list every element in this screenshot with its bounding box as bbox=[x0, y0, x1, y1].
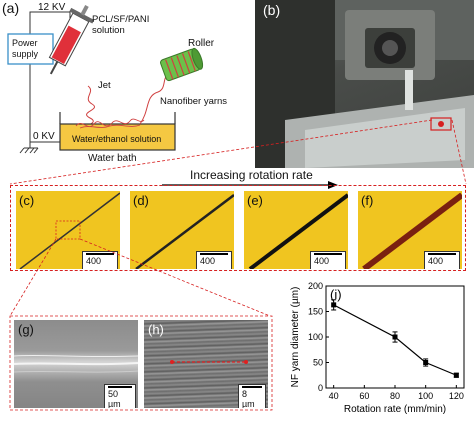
panel-h-scalebar: 8 µm bbox=[238, 384, 266, 408]
panel-c-label: (c) bbox=[19, 193, 35, 208]
panel-a: (a) bbox=[0, 0, 255, 180]
panel-a-schematic bbox=[7, 5, 204, 154]
x-axis-label: Rotation rate (mm/min) bbox=[344, 404, 446, 415]
data-point bbox=[423, 360, 429, 365]
x-tick-label: 60 bbox=[359, 391, 369, 401]
panel-b-label: (b) bbox=[263, 2, 281, 18]
panel-g-scalebar: 50 µm bbox=[104, 384, 136, 408]
panel-e-label: (e) bbox=[247, 193, 263, 208]
x-tick-label: 100 bbox=[418, 391, 433, 401]
panel-g-scale-text: 50 µm bbox=[108, 389, 121, 408]
jet-label: Jet bbox=[98, 80, 111, 91]
syringe-icon bbox=[48, 5, 95, 75]
panel-c-scalebar: 400 µm bbox=[82, 251, 118, 269]
data-point bbox=[392, 334, 398, 340]
yarns-label: Nanofiber yarns bbox=[160, 96, 228, 107]
panel-f-scalebar: 400 µm bbox=[424, 251, 460, 269]
panel-i-label: (i) bbox=[330, 287, 342, 302]
panel-d-micrograph: (d) 400 µm bbox=[130, 191, 234, 269]
x-tick-label: 40 bbox=[329, 391, 339, 401]
panel-e-scalebar: 400 µm bbox=[310, 251, 346, 269]
panel-e-scale-text: 400 µm bbox=[314, 256, 330, 269]
fiber-mat bbox=[75, 118, 145, 129]
roller-icon bbox=[160, 47, 204, 82]
y-axis-label: NF yarn diameter (µm) bbox=[290, 287, 301, 388]
x-tick-label: 120 bbox=[449, 391, 464, 401]
panel-b-photo: (b) bbox=[255, 0, 474, 168]
panel-d-scalebar: 400 µm bbox=[196, 251, 232, 269]
panel-e-micrograph: (e) 400 µm bbox=[244, 191, 348, 269]
rotation-arrow-label: Increasing rotation rate bbox=[190, 168, 313, 182]
voltage-low-label: 0 KV bbox=[33, 131, 55, 142]
series-line bbox=[333, 304, 457, 376]
optical-row bbox=[10, 185, 466, 271]
data-point bbox=[331, 302, 337, 308]
panel-f-micrograph: (f) 400 µm bbox=[358, 191, 462, 269]
panel-h-scale-text: 8 µm bbox=[242, 389, 255, 408]
x-tick-label: 80 bbox=[390, 391, 400, 401]
bath-label: Water bath bbox=[88, 153, 137, 164]
panel-g-sem: (g) 50 µm bbox=[14, 320, 138, 408]
solution-label: PCL/SF/PANI solution bbox=[92, 14, 150, 36]
panel-h-sem: (h) 8 µm bbox=[144, 320, 268, 408]
y-tick-label: 200 bbox=[308, 281, 323, 291]
panel-g-label: (g) bbox=[18, 322, 34, 337]
y-tick-label: 100 bbox=[308, 332, 323, 342]
panel-a-label: (a) bbox=[2, 0, 20, 16]
voltage-high-label: 12 KV bbox=[38, 2, 66, 13]
panel-d-scale-text: 400 µm bbox=[200, 256, 216, 269]
panel-c-micrograph: (c) 400 µm bbox=[16, 191, 120, 269]
data-point bbox=[453, 372, 459, 378]
water-bath-tank bbox=[59, 123, 176, 151]
panel-h-label: (h) bbox=[148, 322, 164, 337]
roller-label: Roller bbox=[188, 38, 215, 49]
power-supply-label: Power supply bbox=[12, 38, 39, 59]
panel-c-scale-text: 400 µm bbox=[86, 256, 102, 269]
panel-d-label: (d) bbox=[133, 193, 149, 208]
y-tick-label: 50 bbox=[313, 358, 323, 368]
y-tick-label: 0 bbox=[318, 383, 323, 393]
ground-icon bbox=[19, 142, 39, 154]
y-tick-label: 150 bbox=[308, 307, 323, 317]
bath-solution-label: Water/ethanol solution bbox=[72, 134, 162, 144]
panel-f-scale-text: 400 µm bbox=[428, 256, 444, 269]
power-supply-box bbox=[7, 33, 54, 65]
panel-f-label: (f) bbox=[361, 193, 374, 208]
